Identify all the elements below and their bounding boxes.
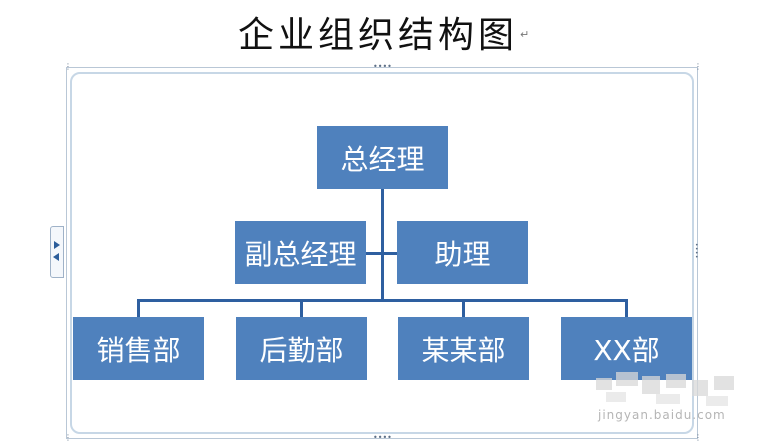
org-node-general-manager[interactable]: 总经理 [317,126,448,189]
org-node-department[interactable]: 某某部 [398,317,529,380]
connector-drop-1 [137,299,140,317]
text-pane-toggle-icon[interactable] [50,226,64,278]
arrow-left-icon [53,253,59,261]
org-node-department[interactable]: 后勤部 [236,317,367,380]
arrow-right-icon [54,241,60,249]
org-node-assistant[interactable]: 助理 [397,221,528,284]
resize-handle-top-left[interactable]: ⋮ [64,62,72,71]
connector-horizontal-bus [137,299,628,302]
org-node-department[interactable]: 销售部 [73,317,204,380]
watermark-text: jingyan.baidu.com [598,408,726,422]
connector-assistant [366,252,397,255]
resize-handle-right[interactable]: •••• [695,242,699,261]
org-node-department[interactable]: XX部 [561,317,692,380]
resize-handle-top[interactable]: •••• [373,62,392,71]
org-node-deputy-general-manager[interactable]: 副总经理 [235,221,366,284]
resize-handle-top-right[interactable]: ⋮ [694,62,702,71]
resize-handle-bottom[interactable]: •••• [373,433,392,442]
resize-handle-bottom-left[interactable]: ⋮ [64,433,72,442]
connector-drop-2 [300,299,303,317]
connector-drop-4 [625,299,628,317]
connector-drop-3 [462,299,465,317]
connector-trunk [381,189,384,301]
paragraph-mark-icon: ↵ [520,28,530,41]
resize-handle-bottom-right[interactable]: ⋮ [694,433,702,442]
document-title: 企业组织结构图 [238,15,519,56]
